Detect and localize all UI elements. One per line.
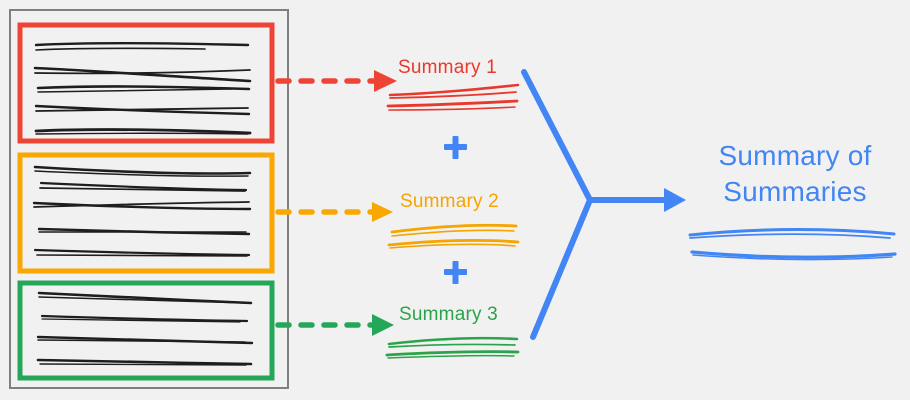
arrow-chunk-3-to-summary-3 [275, 314, 394, 336]
plus-operator-2 [444, 261, 467, 284]
summary-1-label: Summary 1 [398, 57, 497, 78]
final-summary-title: Summary of Summaries [697, 138, 893, 210]
chunk-2-text-lines [32, 165, 252, 257]
arrow-chunk-2-to-summary-2 [275, 202, 393, 222]
summary-2-label: Summary 2 [400, 191, 499, 212]
document-frame [9, 9, 289, 389]
summary-2-underlines [387, 223, 520, 249]
plus-operator-1 [444, 136, 467, 159]
chunk-1-box[interactable] [17, 22, 275, 144]
final-summary-title-line-1: Summary of [718, 140, 872, 171]
summary-3-label: Summary 3 [399, 304, 498, 325]
chunk-3-box[interactable] [17, 280, 275, 381]
summary-1-underlines [386, 83, 520, 111]
merge-connector [521, 69, 686, 340]
chunk-2-box[interactable] [17, 152, 275, 274]
summary-3-underlines [385, 336, 520, 359]
arrow-chunk-1-to-summary-1 [275, 70, 397, 92]
final-summary-title-line-2: Summaries [723, 176, 867, 207]
chunk-2-group[interactable] [17, 152, 275, 274]
chunk-1-text-lines [33, 41, 252, 135]
final-summary-underlines [688, 228, 897, 261]
chunk-3-group[interactable] [17, 280, 275, 381]
chunk-1-group[interactable] [17, 22, 275, 144]
chunk-3-text-lines [36, 291, 254, 366]
